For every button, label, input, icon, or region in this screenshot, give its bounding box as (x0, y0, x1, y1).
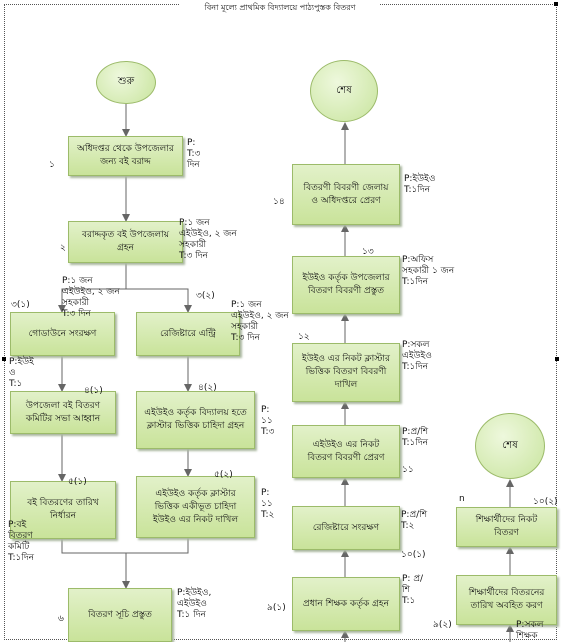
resource-label: P: প্র/শিT:১ (402, 574, 424, 606)
frame-handle (555, 357, 559, 361)
step-number: ৪(২) (198, 383, 217, 393)
end-terminal: শেষ (310, 60, 378, 122)
diagram-header: বিনা মূল্যে প্রাথমিক বিদ্যালয়ে পাঠ্যপুস… (180, 2, 380, 14)
arrow-2-to-3a (58, 263, 127, 313)
step-number: ৩(২) (196, 291, 215, 301)
step-4a-box: উপজেলা বই বিতরণ কমিটির সভা আহ্বান (10, 391, 116, 434)
step-number: ৬ (58, 614, 64, 624)
step-9b-box: শিক্ষার্থীদের বিতরনের তারিখ অবহিত করণ (456, 575, 557, 625)
step-number: ২ (60, 243, 66, 253)
resource-label: n (459, 494, 465, 504)
step-number: ৩(১) (11, 300, 30, 310)
step-number: ৫(২) (214, 470, 233, 480)
merge-line (61, 538, 189, 554)
step-5b-box: এইউইও কর্তৃক ক্লাস্টার ভিত্তিক একীভূত চা… (136, 476, 255, 538)
frame-handle (554, 2, 558, 6)
step-number: ১২ (298, 332, 310, 342)
resource-label: P:প্র/শিT:১দিন (402, 427, 429, 448)
step-number: ১০(২) (533, 497, 558, 507)
step-12-box: ইউইও এর নিকট ক্লাস্টার ভিত্তিক বিতরণ বিব… (292, 343, 400, 402)
step-10a-box: রেজিষ্টারে সংরক্ষণ (292, 506, 400, 550)
step-number: ৫(১) (68, 477, 87, 487)
step-6-box: বিতরণ সূচি প্রস্তুত (68, 588, 172, 642)
step-3a-box: গোডাউনে সংরক্ষণ (10, 312, 115, 356)
step-number: ৪(১) (84, 386, 103, 396)
step-5a-box: বই বিতরণের তারিখ নির্ধারন (10, 481, 116, 539)
step-number: ১৩ (362, 247, 374, 257)
step-14-box: বিতরণী বিবরণী জেলায় ও অধিদপ্তরে প্রেরণ (292, 164, 400, 225)
step-11-box: এইউইও এর নিকট বিতরণ বিবরণী প্রেরণ (292, 425, 400, 478)
step-number: ৯(২) (433, 620, 452, 630)
step-2-box: বরাদ্দকৃত বই উপজেলায় গ্রহন (68, 221, 183, 263)
frame-handle (2, 357, 6, 361)
step-13-box: ইউইও কর্তৃক উপজেলার বিতরণ বিবরণী প্রস্তু… (292, 256, 400, 314)
step-number: ১০(১) (401, 550, 426, 560)
step-1-box: অধিদপ্তর থেকে উপজেলার জন্য বই বরাদ্দ (68, 136, 183, 176)
step-number: ১ (49, 160, 55, 170)
step-10b-box: শিক্ষার্থীদের নিকট বিতরণ (456, 507, 557, 547)
step-9a-box: প্রধান শিক্ষক কর্তৃক গ্রহন (292, 577, 400, 631)
step-number: ৯(১) (267, 603, 286, 613)
step-3b-box: রেজিষ্টারে এন্ট্রি (136, 312, 240, 356)
step-4b-box: এইউইও কর্তৃক বিদ্যালয় হতে ক্লাস্টার ভিত… (136, 391, 255, 449)
step-number: ১৪ (273, 197, 285, 207)
resource-label: P:প্র/শিT:২ (401, 510, 428, 531)
start-terminal: শুরু (96, 61, 156, 104)
end-terminal-2: শেষ (475, 413, 545, 479)
step-number: ১১ (402, 465, 414, 475)
arrow-2-to-3b (126, 288, 192, 313)
